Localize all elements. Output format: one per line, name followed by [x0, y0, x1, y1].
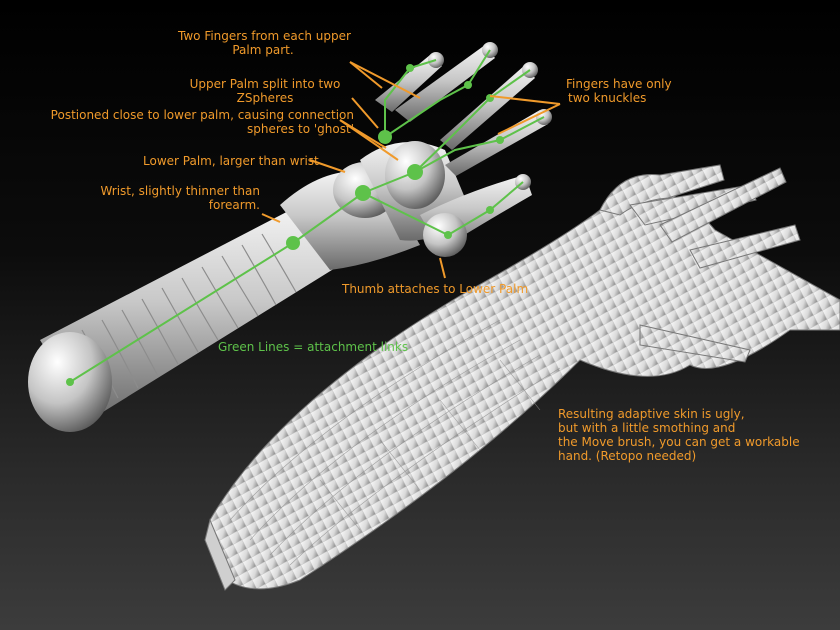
annotation-two-fingers: Two Fingers from each upper Palm part. [178, 29, 351, 57]
annotation-thumb: Thumb attaches to Lower Palm [342, 282, 529, 296]
annotation-line: Palm part. [232, 43, 294, 57]
annotation-line: Postioned close to lower palm, causing c… [50, 108, 354, 122]
annotation-line: spheres to 'ghost' [247, 122, 354, 136]
annotation-line: Wrist, slightly thinner than [100, 184, 260, 198]
annotation-leaders [261, 61, 561, 279]
zsphere-arm [28, 42, 561, 432]
annotation-line: the Move brush, you can get a workable [558, 435, 800, 449]
annotation-wrist: Wrist, slightly thinner than forearm. [90, 184, 260, 212]
annotation-fingers-knuckles: Fingers have only two knuckles [566, 77, 672, 105]
attachment-links [69, 49, 545, 383]
annotation-lower-palm: Lower Palm, larger than wrist [143, 154, 319, 168]
annotation-line: two knuckles [568, 91, 647, 105]
annotation-positioned: Postioned close to lower palm, causing c… [40, 108, 354, 136]
annotation-line: Two Fingers from each upper [178, 29, 351, 43]
annotation-resulting: Resulting adaptive skin is ugly, but wit… [558, 407, 800, 463]
annotation-line: but with a little smothing and [558, 421, 736, 435]
annotation-line: hand. (Retopo needed) [558, 449, 697, 463]
annotation-green-lines: Green Lines = attachment links [218, 340, 409, 354]
annotation-upper-palm: Upper Palm split into two ZSpheres [180, 77, 350, 105]
adaptive-skin-mesh [204, 164, 840, 591]
annotation-line: Upper Palm split into two [189, 77, 341, 91]
annotation-line: Resulting adaptive skin is ugly, [558, 407, 745, 421]
annotation-line: Fingers have only [566, 77, 672, 91]
annotation-line: ZSpheres [236, 91, 294, 105]
annotation-line: forearm. [208, 198, 260, 212]
